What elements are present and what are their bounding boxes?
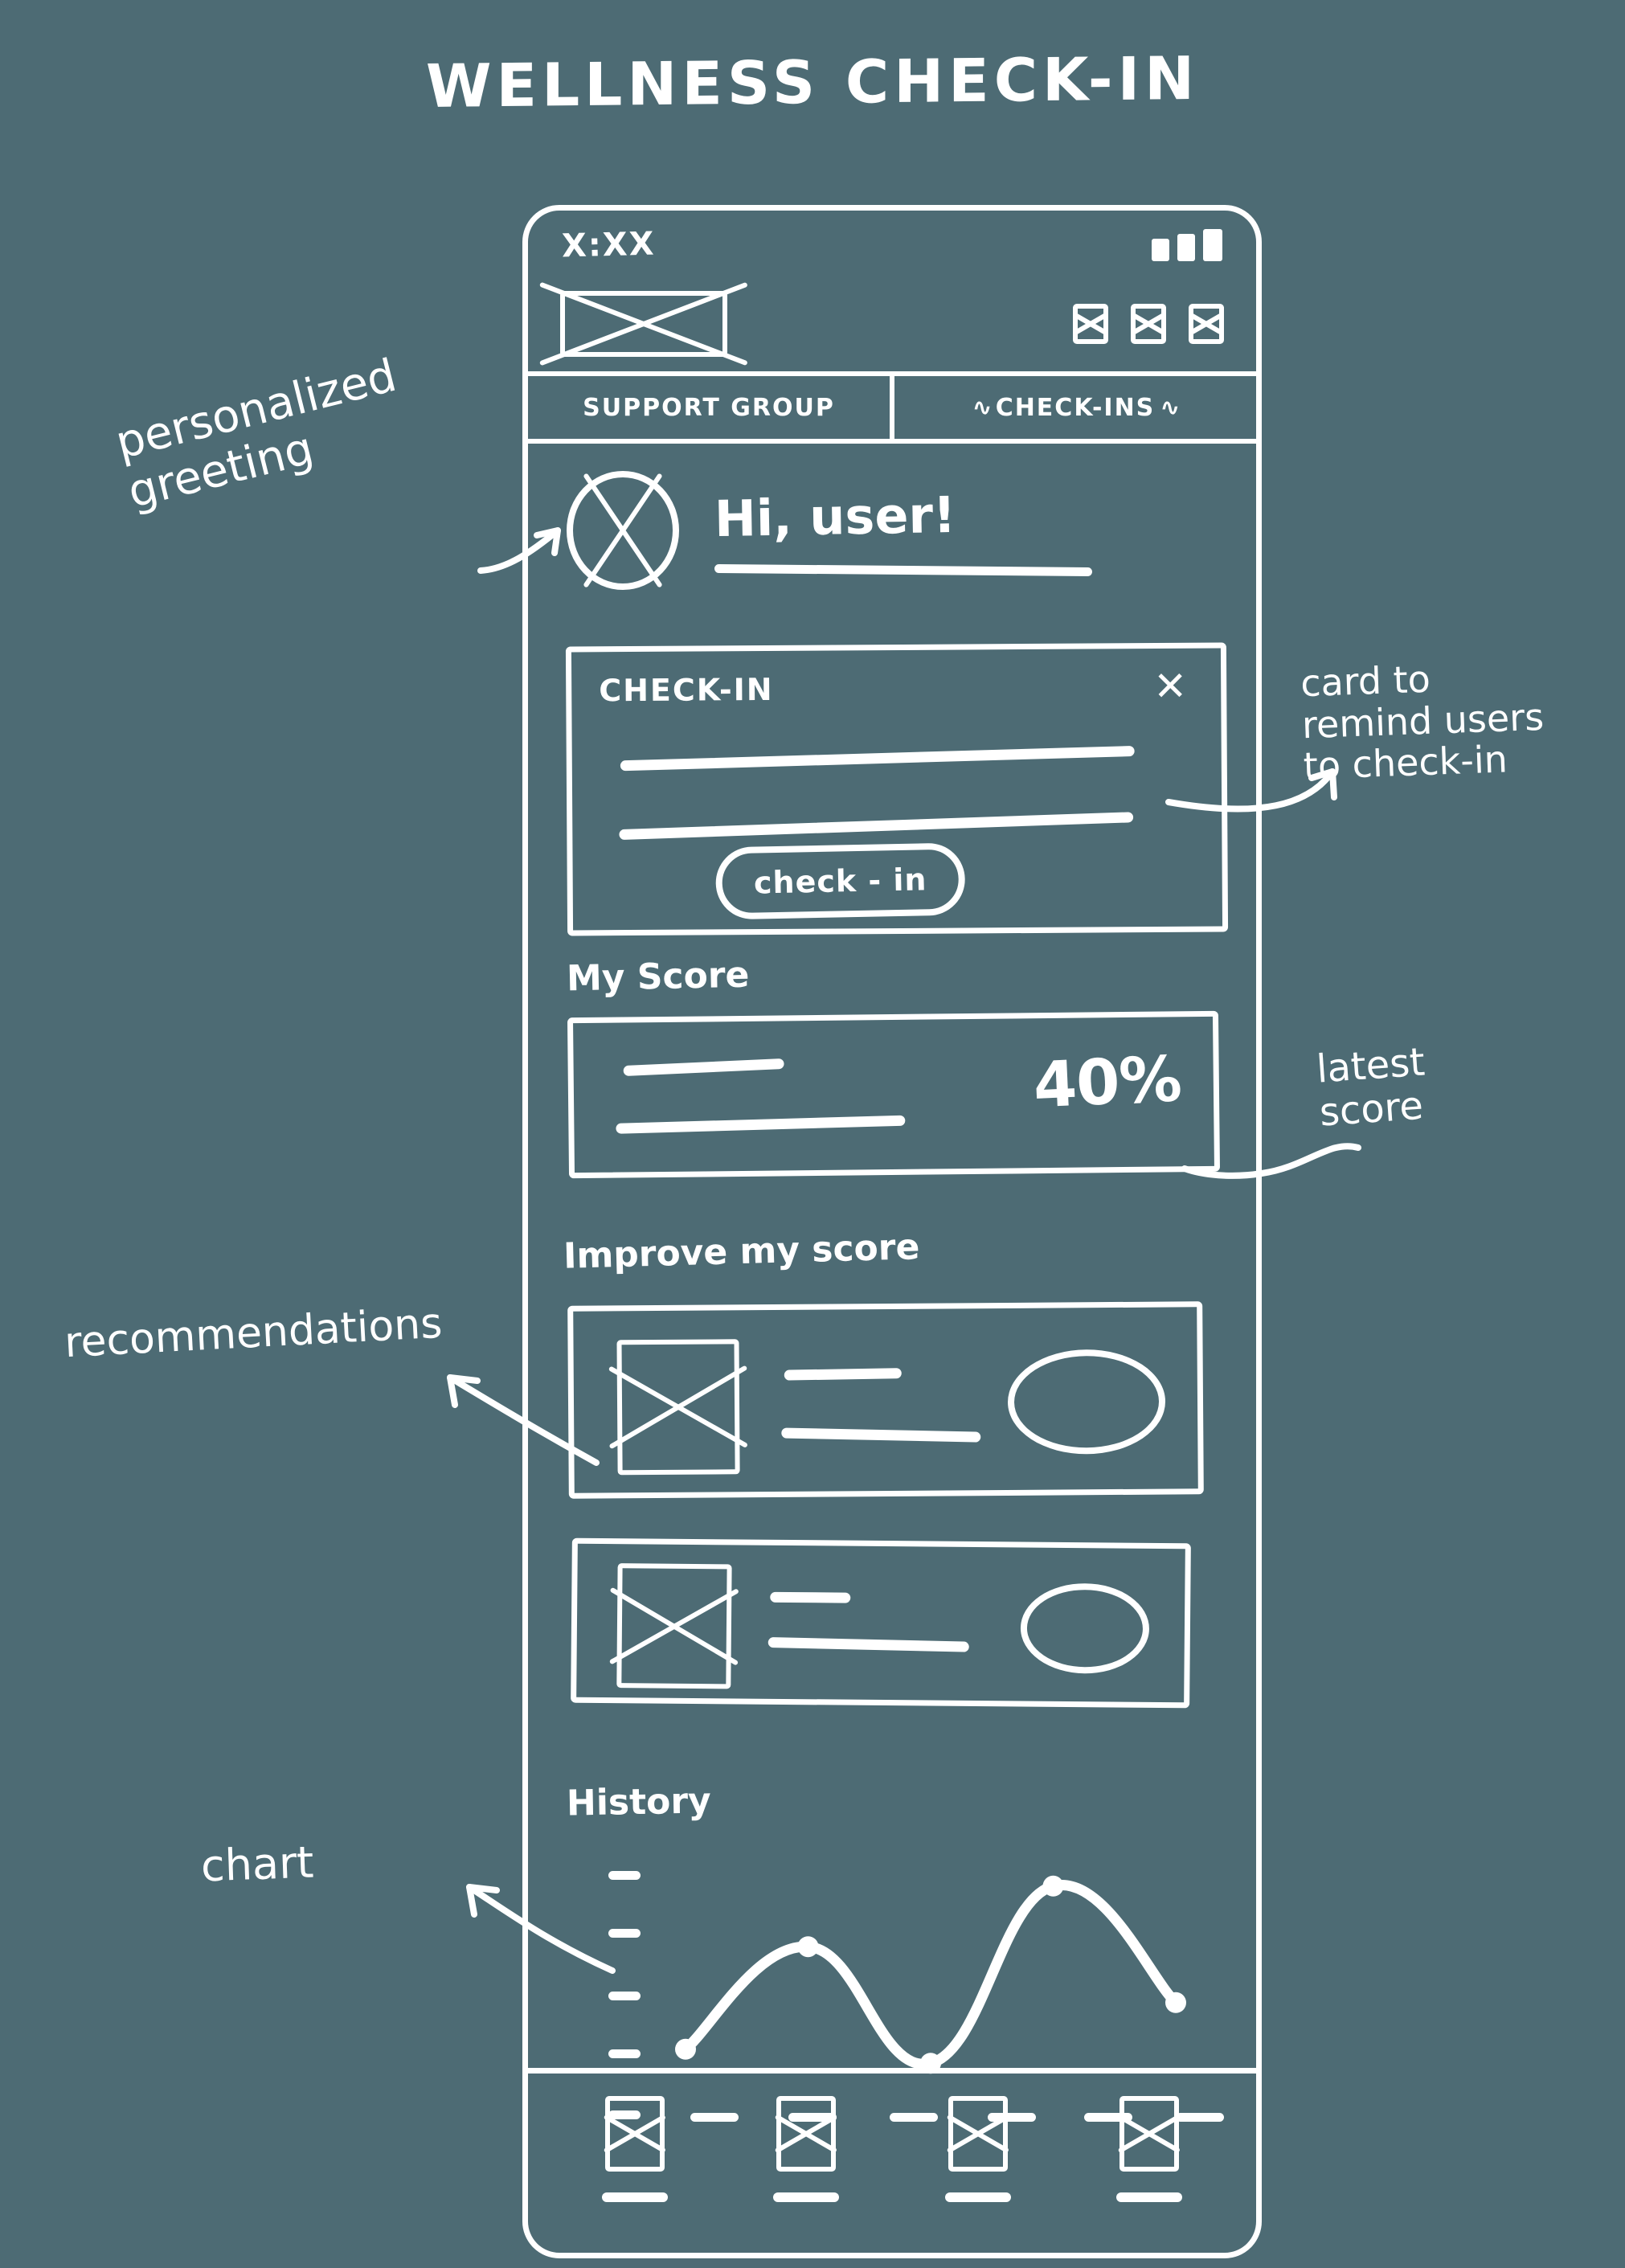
header-action-3-icon[interactable]	[1189, 304, 1224, 344]
header-actions	[1073, 304, 1224, 344]
chart-data-point	[1165, 1992, 1186, 2013]
y-axis-tick	[608, 1992, 641, 2000]
check-in-card-title: CHECK-IN	[599, 671, 774, 709]
app-header	[528, 280, 1256, 368]
recommendation-line-1	[770, 1591, 851, 1603]
nav-item-4[interactable]	[1116, 2095, 1183, 2202]
annotation-recommendations: recommendations	[63, 1299, 444, 1368]
nav-item-2-icon	[776, 2095, 837, 2172]
header-action-2-icon[interactable]	[1131, 304, 1166, 344]
recommendation-action-button[interactable]	[1020, 1582, 1150, 1674]
x-axis-tick	[890, 2113, 938, 2122]
check-in-card-line-1	[620, 745, 1135, 772]
recommendation-line-2	[781, 1427, 981, 1443]
greeting-row: Hi, user!	[528, 466, 1256, 595]
bottom-navigation-bar	[528, 2068, 1256, 2253]
greeting-subline	[714, 563, 1093, 577]
status-bar: X:XX	[528, 211, 1256, 280]
nav-item-3-label	[944, 2192, 1011, 2202]
check-in-card: CHECK-IN ✕ check - in	[565, 642, 1229, 936]
tab-bar: SUPPORT GROUP ∿ CHECK-INS ∿	[528, 371, 1256, 444]
y-axis-tick	[608, 1871, 641, 1880]
x-axis-tick	[988, 2113, 1036, 2122]
chart-data-point	[1042, 1875, 1064, 1897]
chart-data-point	[675, 2038, 696, 2060]
app-logo-placeholder-icon	[560, 291, 727, 357]
recommendation-line-1	[784, 1368, 902, 1381]
nav-item-4-icon	[1119, 2095, 1180, 2172]
nav-item-1-label	[601, 2192, 668, 2202]
page-title: WELLNESS CHECK-IN	[425, 43, 1200, 122]
my-score-heading: My Score	[566, 954, 750, 1000]
score-card-line-2	[616, 1115, 906, 1134]
nav-item-1[interactable]	[601, 2095, 668, 2202]
tab-support-group[interactable]: SUPPORT GROUP	[528, 376, 890, 439]
x-axis-tick	[1176, 2113, 1224, 2122]
phone-frame: X:XX SUPPORT GROUP ∿ CHECK-INS ∿ Hi, use…	[522, 205, 1262, 2258]
score-card-line-1	[623, 1058, 784, 1077]
recommendation-line-2	[767, 1637, 969, 1652]
nav-item-2-label	[773, 2192, 840, 2202]
header-action-1-icon[interactable]	[1073, 304, 1108, 344]
wifi-icon	[1177, 234, 1195, 261]
x-axis-tick	[1084, 2113, 1132, 2122]
annotation-personalized-greeting: personalized greeting	[110, 349, 402, 519]
y-axis-tick	[608, 2049, 641, 2058]
recommendation-card[interactable]	[571, 1537, 1191, 1709]
status-bar-time: X:XX	[561, 225, 657, 265]
annotation-checkin-card: card to remind users to check-in	[1300, 657, 1545, 788]
improve-my-score-heading: Improve my score	[563, 1226, 920, 1277]
annotation-latest-score: latest score	[1315, 1039, 1426, 1136]
y-axis-tick	[608, 1929, 641, 1938]
nav-item-1-icon	[604, 2095, 665, 2172]
tab-squiggle-left: ∿	[972, 393, 993, 422]
close-icon[interactable]: ✕	[1153, 662, 1188, 710]
nav-item-2[interactable]	[773, 2095, 840, 2202]
recommendation-action-button[interactable]	[1007, 1349, 1166, 1455]
history-line-plot	[675, 1875, 1186, 2074]
image-placeholder-icon	[616, 1339, 740, 1476]
x-axis-tick	[690, 2113, 739, 2122]
image-placeholder-icon	[616, 1563, 732, 1689]
greeting-text: Hi, user!	[714, 485, 956, 549]
avatar[interactable]	[567, 471, 679, 590]
score-card[interactable]: 40%	[567, 1010, 1221, 1179]
signal-bars-icon	[1152, 239, 1169, 261]
history-heading: History	[566, 1780, 712, 1824]
nav-item-3-icon	[948, 2095, 1008, 2172]
recommendation-card[interactable]	[567, 1301, 1204, 1499]
nav-item-3[interactable]	[944, 2095, 1011, 2202]
score-value: 40%	[1032, 1043, 1183, 1123]
annotation-chart: chart	[199, 1836, 315, 1892]
tab-check-ins[interactable]: ∿ CHECK-INS ∿	[890, 376, 1256, 439]
tab-check-ins-label: CHECK-INS	[995, 393, 1156, 422]
greeting-text-wrap: Hi, user!	[714, 485, 1093, 577]
check-in-card-line-2	[619, 812, 1134, 841]
battery-icon	[1203, 229, 1222, 261]
tab-support-group-label: SUPPORT GROUP	[583, 393, 835, 422]
check-in-button[interactable]: check - in	[714, 842, 966, 920]
tab-squiggle-right: ∿	[1160, 393, 1180, 422]
status-bar-icons	[1152, 229, 1222, 261]
nav-item-4-label	[1116, 2192, 1183, 2202]
chart-data-point	[797, 1936, 819, 1958]
